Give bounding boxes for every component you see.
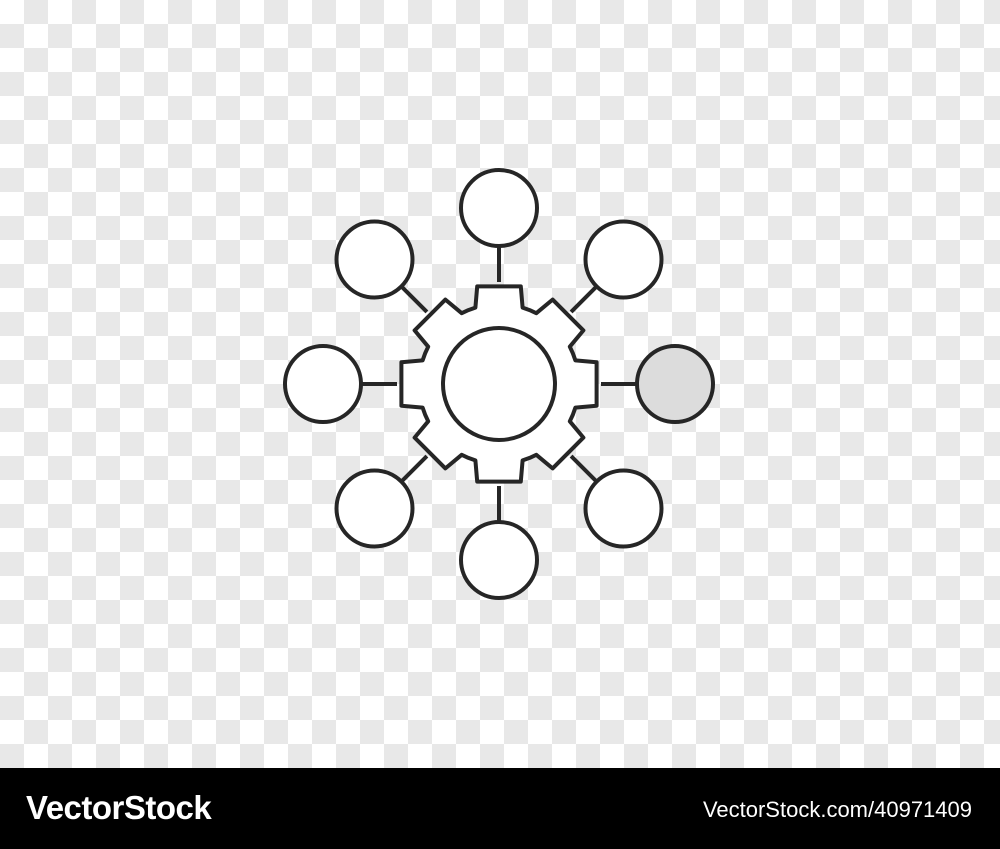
node-circle-bottom-right bbox=[583, 468, 664, 549]
node-circle-top-right bbox=[583, 219, 664, 300]
checkerboard-background bbox=[0, 0, 1000, 768]
connector-line-bottom-left bbox=[399, 454, 429, 484]
image-id-label: VectorStock.com/40971409 bbox=[702, 797, 972, 822]
gear-hub-circle bbox=[441, 326, 557, 442]
node-circle-bottom-left bbox=[334, 468, 415, 549]
connector-line-top-left bbox=[399, 284, 429, 314]
gear-network-icon bbox=[283, 168, 715, 600]
node-circle-bottom bbox=[459, 520, 539, 600]
node-circle-top-left bbox=[334, 219, 415, 300]
node-circle-left bbox=[283, 344, 363, 424]
connector-line-bottom-right bbox=[569, 454, 599, 484]
connector-line-top-right bbox=[569, 284, 599, 314]
footer-bar: VectorStock VectorStock.com/40971409 bbox=[0, 768, 1000, 849]
node-circle-right bbox=[635, 344, 715, 424]
brand-logo: VectorStock bbox=[26, 789, 212, 826]
node-circle-top bbox=[459, 168, 539, 248]
